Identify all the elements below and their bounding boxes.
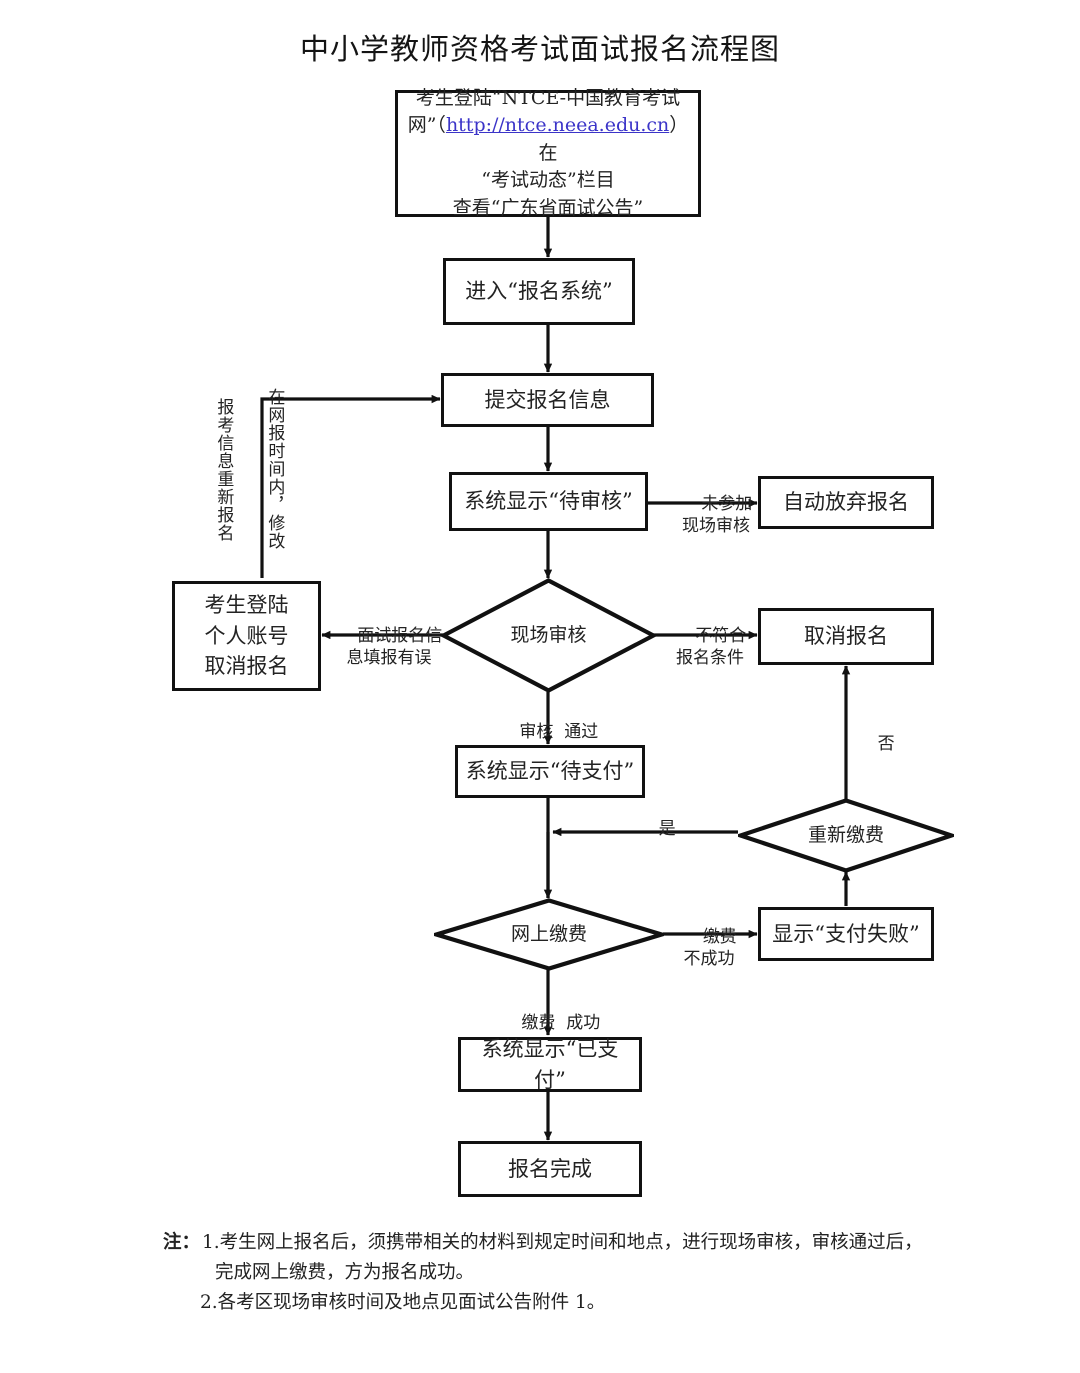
pay-failed-label: 显示“支付失败” bbox=[772, 921, 920, 946]
onsite-review-label: 现场审核 bbox=[510, 624, 587, 647]
edge-label-info-error: 面试报名信 息填报有误 bbox=[333, 604, 445, 691]
ntce-url-link[interactable]: http://ntce.neea.edu.cn bbox=[445, 114, 670, 137]
notes-block: 注： 1. 考生网上报名后，须携带相关的材料到规定时间和地点，进行现场审核，审核… bbox=[163, 1228, 1003, 1318]
not-meet-condition-text: 不符合 报名条件 bbox=[676, 625, 747, 668]
repay-decision-shape bbox=[738, 798, 954, 873]
online-pay-label: 网上缴费 bbox=[510, 923, 587, 946]
note-1-line-2: 完成网上缴费，方为报名成功。 bbox=[215, 1261, 475, 1283]
node-enter-system[interactable]: 进入“报名系统” bbox=[443, 258, 635, 325]
auto-abandon-label: 自动放弃报名 bbox=[783, 490, 909, 515]
info-error-text: 面试报名信 息填报有误 bbox=[346, 625, 443, 668]
node-show-paid[interactable]: 系统显示“已支付” bbox=[458, 1037, 642, 1092]
edge-label-review-passed: 审核 通过 bbox=[478, 700, 618, 765]
login-line-2-post: ）在 bbox=[538, 114, 689, 164]
node-pay-failed[interactable]: 显示“支付失败” bbox=[758, 907, 934, 961]
repay-no-text: 否 bbox=[877, 733, 895, 754]
show-paid-label: 系统显示“已支付” bbox=[481, 1037, 619, 1092]
pay-failed-edge-text: 缴费 不成功 bbox=[683, 926, 737, 969]
node-submit-info[interactable]: 提交报名信息 bbox=[441, 373, 654, 427]
node-auto-abandon[interactable]: 自动放弃报名 bbox=[758, 476, 934, 529]
note-row-2: 2.各考区现场审核时间及地点见面试公告附件 1。 bbox=[163, 1288, 1003, 1318]
login-line-4: 查看“广东省面试公告” bbox=[452, 196, 644, 219]
notes-tag: 注： bbox=[163, 1232, 201, 1253]
login-line-2-pre: 网”（ bbox=[407, 114, 446, 137]
show-pending-pay-label: 系统显示“待支付” bbox=[465, 759, 635, 784]
login-line-1: 考生登陆“NTCE-中国教育考试 bbox=[415, 86, 681, 109]
repay-yes-text: 是 bbox=[658, 818, 676, 839]
edge-label-pay-failed: 缴费 不成功 bbox=[667, 905, 751, 992]
node-show-pending-review[interactable]: 系统显示“待审核” bbox=[449, 472, 648, 531]
pay-success-text: 缴费 成功 bbox=[521, 1012, 601, 1033]
submit-info-label: 提交报名信息 bbox=[484, 387, 611, 412]
node-signup-done[interactable]: 报名完成 bbox=[458, 1141, 642, 1197]
node-onsite-review[interactable]: 现场审核 bbox=[441, 578, 656, 693]
modify-within-time-text: 在网报时间内，修改 bbox=[264, 388, 285, 550]
review-passed-text: 审核 通过 bbox=[519, 721, 599, 742]
edge-label-not-attend-review: 未参加 现场审核 bbox=[668, 472, 764, 559]
edge-label-repay-no: 否 bbox=[856, 712, 895, 777]
node-cancel-signup[interactable]: 取消报名 bbox=[758, 608, 934, 665]
node-online-pay[interactable]: 网上缴费 bbox=[434, 898, 664, 971]
edge-label-pay-success: 缴费 成功 bbox=[482, 991, 618, 1056]
online-pay-shape bbox=[434, 898, 664, 971]
node-login-site[interactable]: 考生登陆“NTCE-中国教育考试 网”（http://ntce.neea.edu… bbox=[395, 87, 701, 219]
node-show-pending-pay[interactable]: 系统显示“待支付” bbox=[455, 745, 645, 798]
wire-loop-back-to-submit bbox=[260, 394, 441, 578]
re-signup-text: 报考信息重新报名 bbox=[213, 398, 234, 542]
cancel-signup-label: 取消报名 bbox=[804, 624, 888, 649]
node-repay-decision[interactable]: 重新缴费 bbox=[738, 798, 954, 873]
vertical-label-re-signup: 报考信息重新报名 bbox=[213, 398, 233, 542]
candidate-cancel-label: 考生登陆 个人账号 取消报名 bbox=[204, 593, 289, 679]
login-line-3: “考试动态”栏目 bbox=[481, 169, 615, 192]
login-line-2: 网”（http://ntce.neea.edu.cn）在 bbox=[404, 112, 692, 167]
show-pending-review-label: 系统显示“待审核” bbox=[464, 489, 633, 514]
signup-done-label: 报名完成 bbox=[508, 1156, 592, 1181]
not-attend-review-text: 未参加 现场审核 bbox=[682, 493, 753, 536]
edge-label-repay-yes: 是 bbox=[637, 797, 676, 862]
note-1-number: 1. bbox=[202, 1232, 220, 1253]
vertical-label-modify-within-time: 在网报时间内，修改 bbox=[264, 388, 284, 550]
edge-label-not-meet-condition: 不符合 报名条件 bbox=[660, 604, 760, 691]
note-row-1: 注： 1. 考生网上报名后，须携带相关的材料到规定时间和地点，进行现场审核，审核… bbox=[163, 1228, 1003, 1258]
node-candidate-cancel[interactable]: 考生登陆 个人账号 取消报名 bbox=[172, 581, 321, 691]
note-1-line-1: 考生网上报名后，须携带相关的材料到规定时间和地点，进行现场审核，审核通过后， bbox=[219, 1232, 923, 1253]
page-title: 中小学教师资格考试面试报名流程图 bbox=[299, 32, 780, 66]
onsite-review-shape bbox=[441, 578, 656, 693]
note-2-line-1: 各考区现场审核时间及地点见面试公告附件 1。 bbox=[217, 1291, 606, 1313]
note-2-number: 2. bbox=[200, 1291, 218, 1313]
repay-decision-label: 重新缴费 bbox=[807, 824, 884, 847]
enter-system-label: 进入“报名系统” bbox=[465, 279, 613, 304]
